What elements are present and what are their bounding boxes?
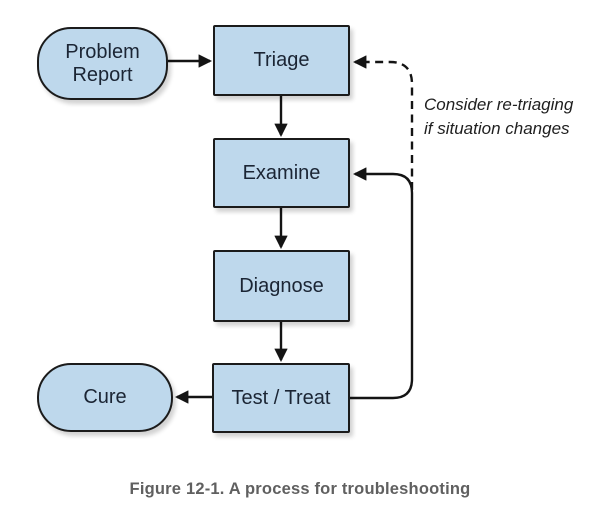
node-triage: Triage xyxy=(213,25,350,96)
annotation-line-2: if situation changes xyxy=(424,118,570,138)
node-label: Diagnose xyxy=(239,274,324,297)
node-label: Cure xyxy=(83,386,127,408)
retriage-annotation: Consider re-triaging if situation change… xyxy=(424,93,600,141)
node-label: Test / Treat xyxy=(231,386,331,409)
node-problem-report: Problem Report xyxy=(37,27,168,100)
node-examine: Examine xyxy=(213,138,350,208)
node-label: Triage xyxy=(253,49,310,71)
edge-retriage-dashed-to-triage xyxy=(352,55,414,190)
node-label: Examine xyxy=(242,161,321,184)
node-diagnose: Diagnose xyxy=(213,250,350,322)
annotation-line-1: Consider re-triaging xyxy=(424,95,574,114)
edge-test-treat-to-examine-loop xyxy=(350,167,414,400)
node-label: Problem Report xyxy=(65,40,140,86)
figure-caption: Figure 12-1. A process for troubleshooti… xyxy=(129,480,471,498)
node-test-treat: Test / Treat xyxy=(212,363,350,433)
node-cure: Cure xyxy=(37,363,173,432)
